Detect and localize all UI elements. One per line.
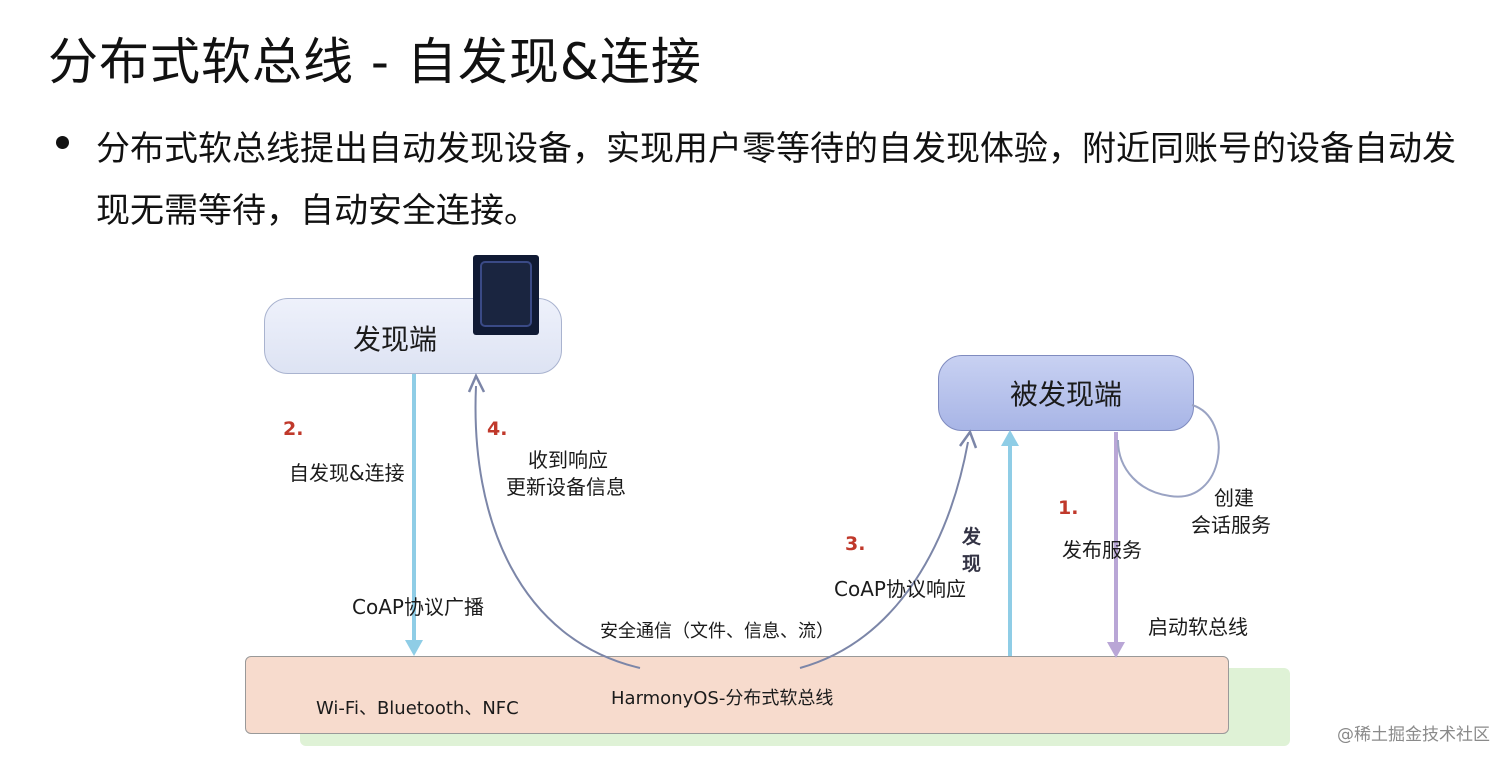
bullet-dot [56,136,69,149]
finder-label: 发现端 [353,323,438,356]
step4-line2: 更新设备信息 [506,475,626,499]
arrow-response-received-head [467,373,486,393]
discover-label: 发现 [962,526,982,575]
arrow-discover-head [1001,430,1019,446]
found-label: 被发现端 [1009,378,1122,411]
arrow-publish-head [1107,642,1125,658]
coap-response-label: CoAP协议响应 [834,577,966,601]
phone-icon [473,255,539,335]
create-session-loop [1117,404,1220,498]
bus-transport-label: Wi-Fi、Bluetooth、NFC [316,698,519,719]
arrow-response-received [474,385,641,669]
create-session-line1: 创建 [1214,486,1254,510]
step1-number: 1. [1058,497,1079,519]
step3-number: 3. [845,533,866,555]
step2-number: 2. [283,418,304,440]
arrow-broadcast-head [405,640,423,656]
start-softbus-label: 启动软总线 [1148,615,1248,639]
publish-service-label: 发布服务 [1062,538,1142,562]
secure-comm-label: 安全通信（文件、信息、流） [600,621,834,642]
arrow-coap-response-head [958,429,978,449]
found-node: 被发现端 [938,355,1194,431]
bullet-text: 分布式软总线提出自动发现设备，实现用户零等待的自发现体验，附近同账号的设备自动发… [96,129,1456,231]
slide-title: 分布式软总线 - 自发现&连接 [48,33,702,91]
create-session-line2: 会话服务 [1191,513,1271,537]
watermark: @稀土掘金技术社区 [1337,725,1490,745]
arrow-coap-response [799,441,969,669]
step2-label: 自发现&连接 [289,461,405,485]
coap-broadcast-label: CoAP协议广播 [352,595,484,619]
step4-line1: 收到响应 [528,448,608,472]
bus-name-label: HarmonyOS-分布式软总线 [611,688,834,709]
step4-number: 4. [487,418,508,440]
softbus-bar [245,656,1229,734]
